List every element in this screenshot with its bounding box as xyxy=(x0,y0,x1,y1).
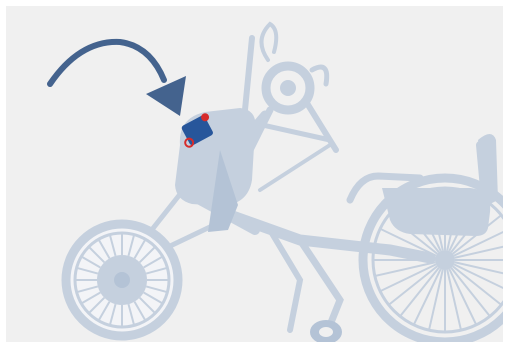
front-wheel xyxy=(66,224,178,336)
front-caster xyxy=(310,320,342,344)
curved-arrow-icon xyxy=(50,42,186,116)
